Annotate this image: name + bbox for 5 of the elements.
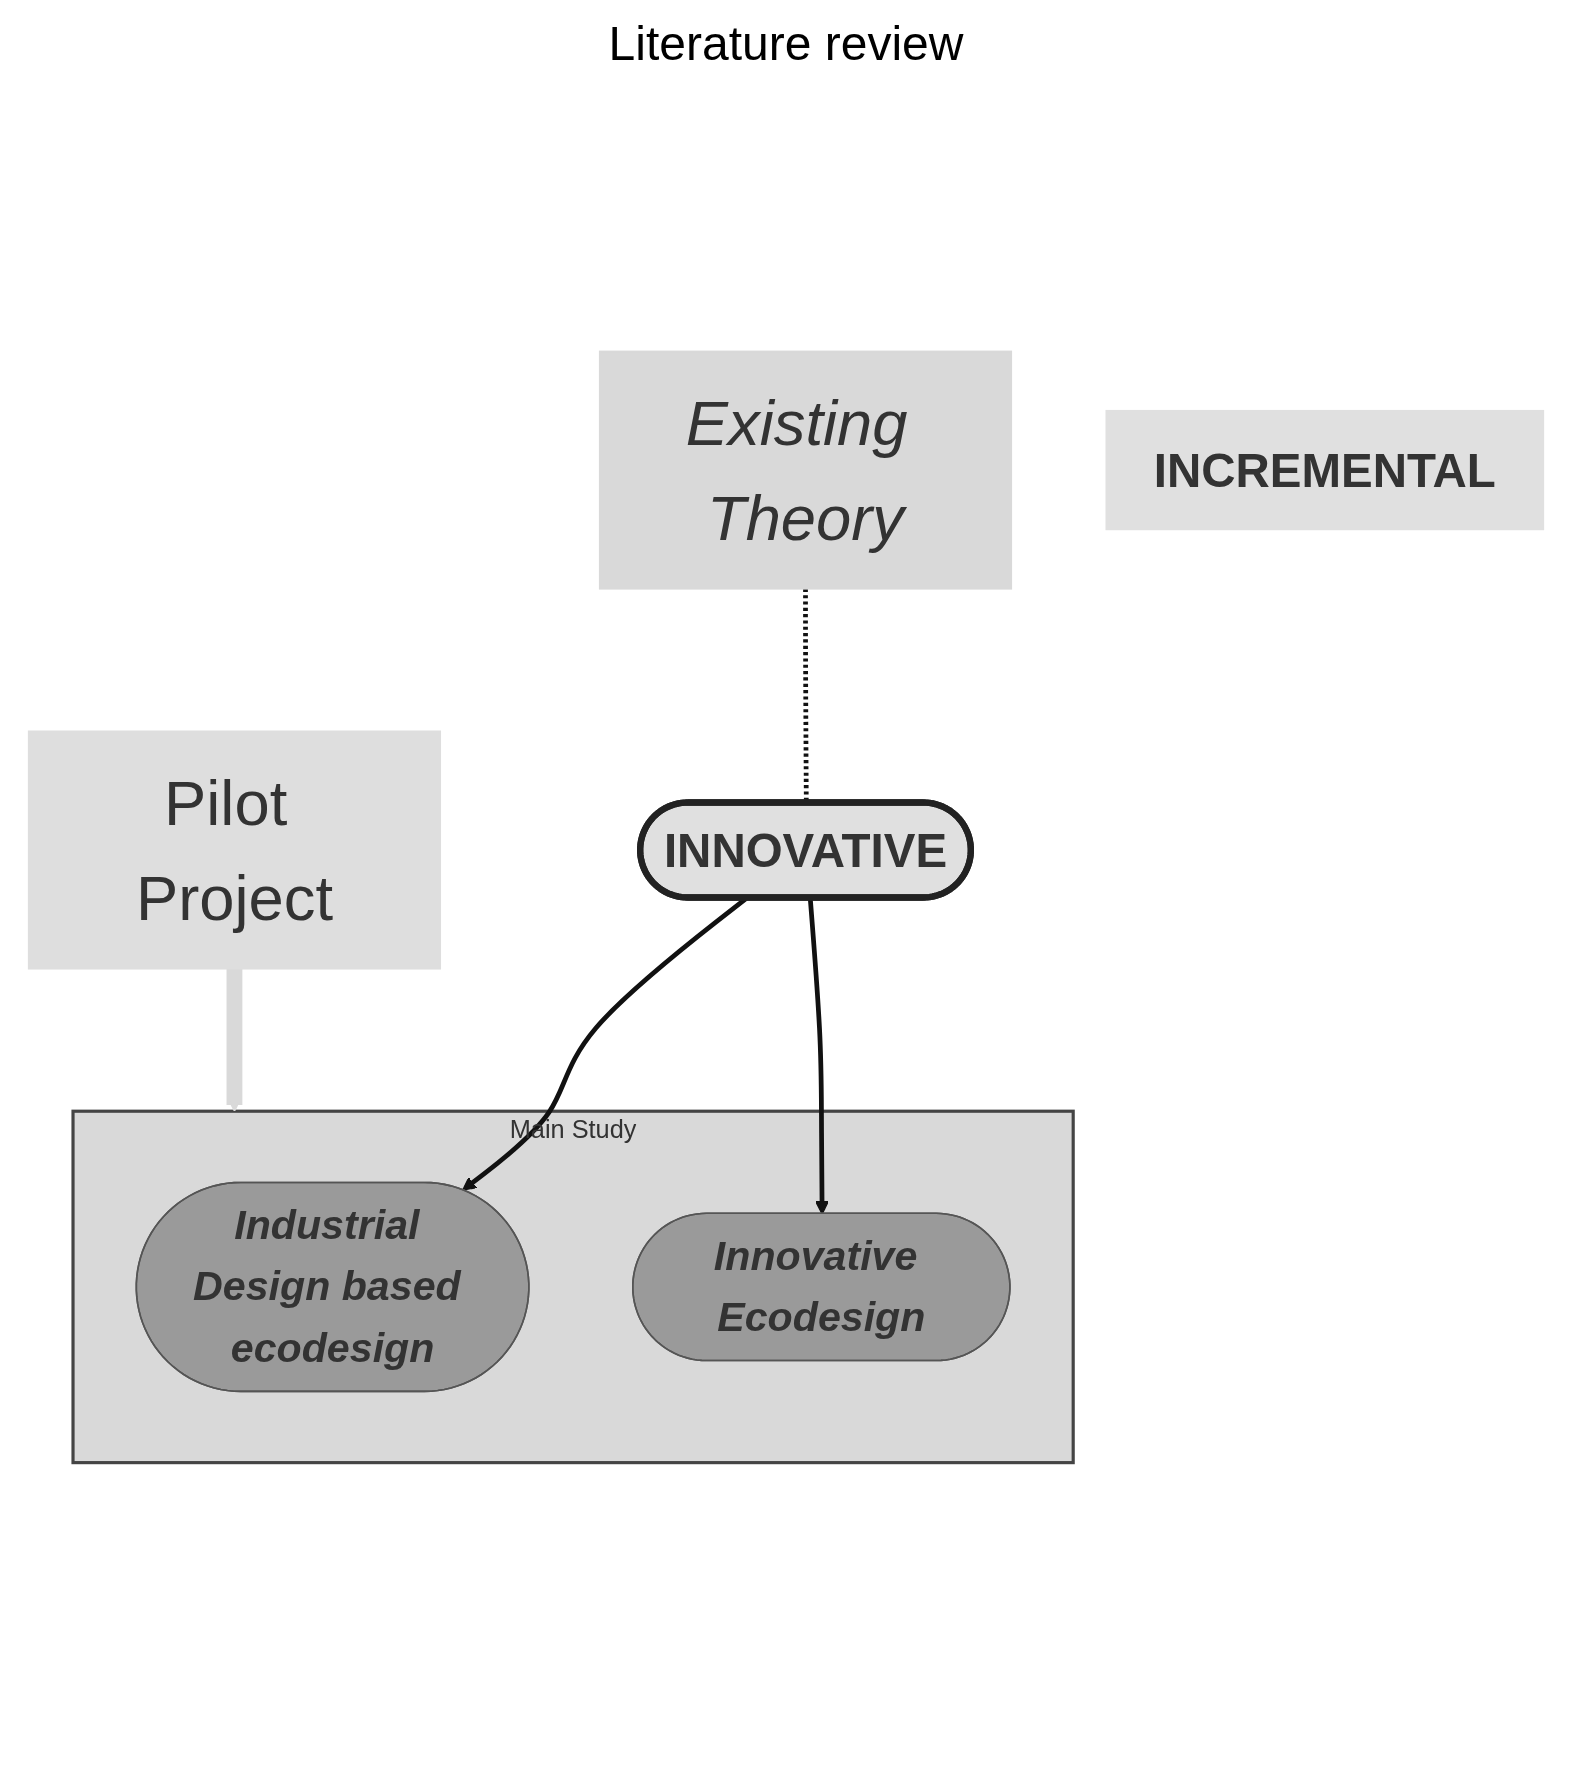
node-box: Pilot Project <box>27 730 442 970</box>
arrow <box>226 968 243 1112</box>
node-box: Existing Theory <box>598 350 1013 590</box>
note-text: Literature review <box>607 16 965 71</box>
node-box: INCREMENTAL <box>1105 409 1545 531</box>
